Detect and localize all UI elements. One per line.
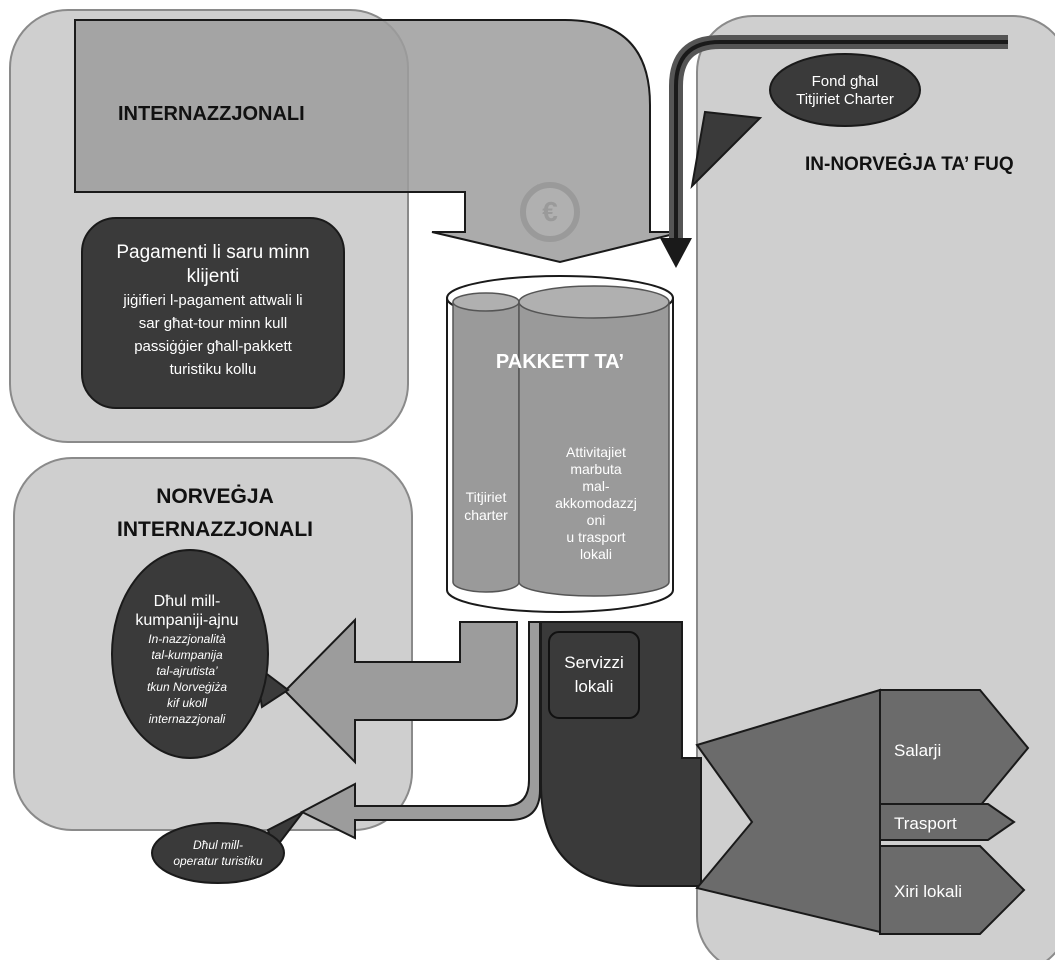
activities-label-6: u trasport [566, 529, 625, 545]
distribution-funnel [695, 688, 881, 934]
package-title: PAKKETT TA’ [496, 351, 624, 373]
local-services-box [548, 631, 640, 719]
package-cylinder [446, 275, 674, 613]
airline-income-body-4: tkun Norveġiża [147, 680, 227, 694]
fund-bubble-tail [690, 110, 763, 189]
operator-income-arrow [299, 621, 541, 840]
client-payment-body-4: turistiku kollu [170, 361, 257, 378]
client-payment-title-2: klijenti [187, 266, 240, 287]
charter-column [452, 302, 520, 593]
fund-flow-arrowhead [660, 238, 692, 268]
client-payment-body-3: passiġġier għall-pakkett [134, 338, 292, 355]
airline-income-body-6: internazzjonali [149, 712, 226, 726]
salaries-arrow [879, 689, 1030, 807]
activities-label-3: mal- [582, 478, 610, 494]
activities-label-1: Attivitajiet [566, 444, 626, 460]
airline-income-body-1: In-nazzjonalità [148, 632, 226, 646]
airline-income-body-3: tal-ajrutista’ [156, 664, 218, 678]
fund-flow-core [674, 40, 1008, 240]
client-payment-title-1: Pagamenti li saru minn [116, 242, 309, 263]
local-services-label-2: lokali [575, 677, 614, 696]
operator-income-line-2: operatur turistiku [173, 854, 263, 868]
airline-income-body-5: kif ukoll [167, 696, 207, 710]
euro-coin-icon: € [520, 182, 580, 242]
airline-income-body-2: tal-kumpanija [151, 648, 223, 662]
activities-label-2: marbuta [570, 461, 622, 477]
activities-label-7: lokali [580, 546, 612, 562]
client-payment-box [81, 217, 345, 409]
transport-arrow [879, 803, 1016, 841]
airline-income-title-1: Dħul mill- [154, 593, 221, 610]
local-services-label-1: Servizzi [564, 653, 624, 672]
charter-label-2: charter [464, 507, 508, 523]
salaries-label: Salarji [894, 741, 941, 760]
client-payment-body-1: jiġifieri l-pagament attwali li [122, 292, 302, 309]
local-purchases-label: Xiri lokali [894, 882, 962, 901]
operator-income-bubble [151, 822, 285, 884]
activities-label-4: akkomodazzj [555, 495, 637, 511]
international-title: INTERNAZZJONALI [118, 103, 305, 125]
client-payment-body-2: sar għat-tour minn kull [139, 315, 287, 332]
northern-norway-title: IN-NORVEĠJA TA’ FUQ [805, 154, 1014, 175]
fund-bubble-line-1: Fond għal [812, 73, 879, 90]
operator-income-line-1: Dħul mill- [193, 838, 243, 852]
activities-label-5: oni [587, 512, 606, 528]
norway-international-title-line-1: NORVEĠJA [156, 485, 273, 508]
transport-label: Trasport [894, 814, 957, 833]
airline-income-arrow [283, 617, 518, 765]
activities-column [518, 302, 670, 597]
airline-income-title-2: kumpaniji-ajnu [135, 612, 238, 629]
svg-text:€: € [542, 196, 558, 227]
airline-income-bubble [111, 549, 269, 759]
fund-bubble [769, 53, 921, 127]
local-purchases-arrow [879, 845, 1026, 935]
norway-international-title-line-2: INTERNAZZJONALI [117, 518, 313, 541]
charter-label-1: Titjiriet [466, 489, 507, 505]
fund-bubble-line-2: Titjiriet Charter [796, 91, 894, 108]
